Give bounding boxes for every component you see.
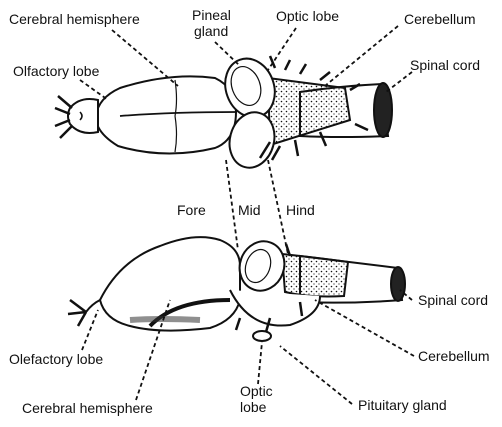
- label-cerebral-hemisphere-bottom: Cerebral hemisphere: [22, 400, 153, 416]
- label-cerebral-hemisphere-top: Cerebral hemisphere: [9, 11, 140, 27]
- label-hind: Hind: [286, 202, 315, 218]
- pituitary-gland: [253, 331, 271, 341]
- label-cerebellum-top: Cerebellum: [404, 11, 476, 27]
- label-olefactory-lobe: Olefactory lobe: [9, 351, 103, 367]
- label-spinal-cord-top: Spinal cord: [410, 57, 480, 73]
- label-olfactory-lobe: Olfactory lobe: [13, 63, 100, 79]
- label-pineal-gland-line2: gland: [194, 23, 228, 39]
- lateral-view-brain: [68, 235, 405, 341]
- label-fore: Fore: [177, 202, 206, 218]
- label-cerebellum-bottom: Cerebellum: [418, 348, 490, 364]
- label-optic-lobe-bottom-line1: Optic: [240, 383, 273, 399]
- spinal-cord-lateral-end: [391, 267, 405, 301]
- label-pineal-gland-line1: Pineal: [192, 7, 231, 23]
- label-pituitary-gland: Pituitary gland: [358, 397, 447, 413]
- label-mid: Mid: [238, 202, 261, 218]
- label-optic-lobe-bottom-line2: lobe: [240, 399, 267, 415]
- optic-lobe-lateral: [233, 235, 291, 297]
- dorsal-view-brain: [55, 52, 392, 173]
- cerebral-hemisphere-dorsal: [96, 76, 236, 153]
- spinal-cord-dorsal-end: [374, 83, 392, 137]
- cerebellum-lateral: [282, 254, 348, 297]
- label-optic-lobe-top: Optic lobe: [276, 8, 339, 24]
- label-spinal-cord-bottom: Spinal cord: [418, 292, 488, 308]
- olfactory-lobe-dorsal: [68, 99, 98, 133]
